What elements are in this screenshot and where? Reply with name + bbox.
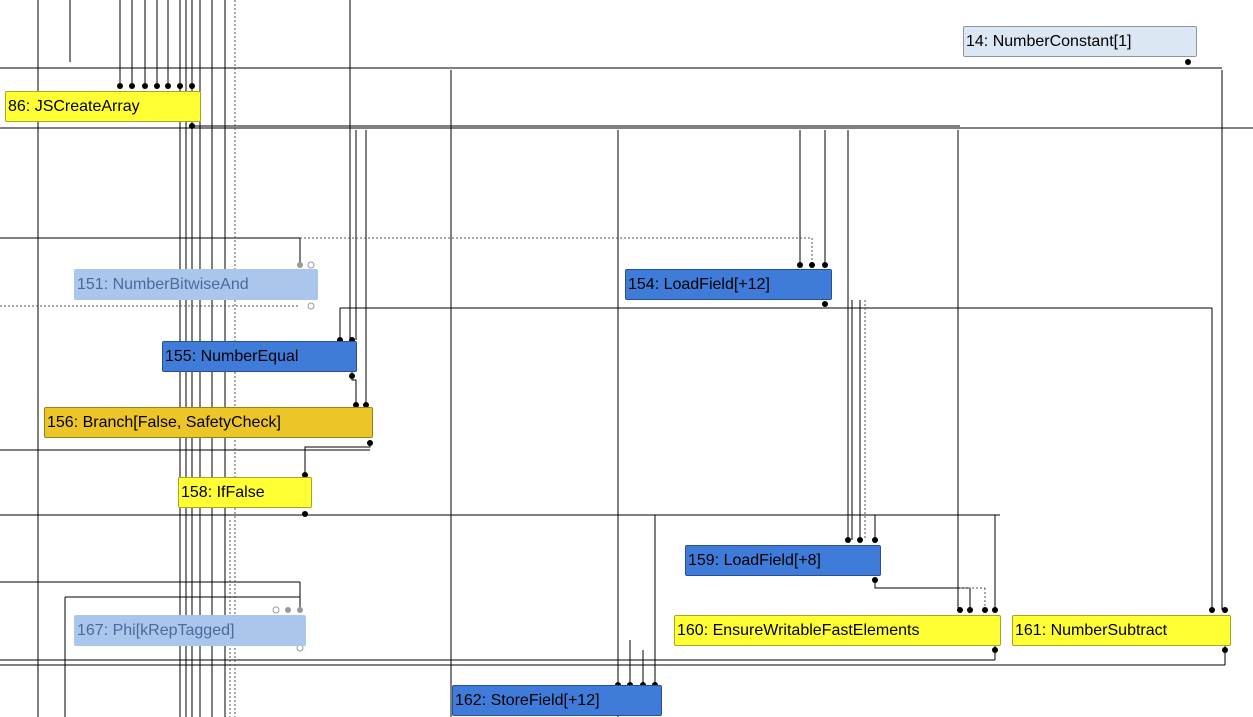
node-159-load-field[interactable]: 159: LoadField[+8] [685,545,881,576]
node-151-number-bitwise-and[interactable]: 151: NumberBitwiseAnd [74,269,318,300]
node-161-number-subtract[interactable]: 161: NumberSubtract [1012,615,1231,646]
node-156-branch[interactable]: 156: Branch[False, SafetyCheck] [44,407,373,438]
node-14-number-constant[interactable]: 14: NumberConstant[1] [963,26,1197,57]
node-162-store-field[interactable]: 162: StoreField[+12] [452,685,662,716]
node-155-number-equal[interactable]: 155: NumberEqual [162,341,357,372]
node-154-load-field[interactable]: 154: LoadField[+12] [625,269,832,300]
node-167-phi[interactable]: 167: Phi[kRepTagged] [74,615,306,646]
node-158-if-false[interactable]: 158: IfFalse [178,477,312,508]
node-86-js-create-array[interactable]: 86: JSCreateArray [5,91,201,122]
node-160-ensure-writable-fast-elements[interactable]: 160: EnsureWritableFastElements [674,615,1001,646]
